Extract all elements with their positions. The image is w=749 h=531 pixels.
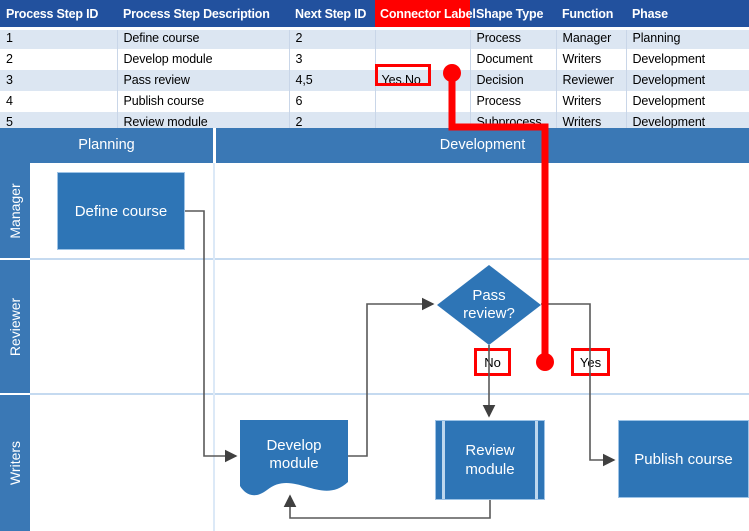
phase-label-planning: Planning <box>78 137 135 153</box>
cell-id[interactable]: 3 <box>0 70 118 91</box>
connector-label-no: No <box>474 348 511 376</box>
col-header-function[interactable]: Function <box>556 0 626 28</box>
cell-function[interactable]: Writers <box>556 91 627 112</box>
connector-label-yes-text: Yes <box>579 354 602 370</box>
shape-publish-course[interactable]: Publish course <box>618 420 749 498</box>
shape-label-review-module: Review module <box>436 421 544 499</box>
cell-next[interactable]: 2 <box>289 112 376 133</box>
cell-next[interactable]: 2 <box>289 28 376 49</box>
phase-column-divider <box>213 163 215 531</box>
cell-phase[interactable]: Development <box>626 91 749 112</box>
shape-label-publish-course: Publish course <box>634 450 733 468</box>
lane-label-writers: Writers <box>7 440 23 486</box>
col-header-phase[interactable]: Phase <box>626 0 749 28</box>
cell-shape[interactable]: Process <box>470 91 557 112</box>
shape-label-line1: Review <box>465 442 515 459</box>
phase-label-development: Development <box>439 137 526 153</box>
cell-phase[interactable]: Development <box>626 112 749 133</box>
cell-function[interactable]: Reviewer <box>556 70 627 91</box>
col-header-process-step-id[interactable]: Process Step ID <box>0 0 117 28</box>
phase-separator <box>213 128 216 163</box>
swimlane-diagram: Planning Development Manager Reviewer Wr… <box>0 128 749 531</box>
cell-description[interactable]: Publish course <box>117 91 290 112</box>
cell-id[interactable]: 2 <box>0 49 118 70</box>
cell-description[interactable]: Develop module <box>117 49 290 70</box>
lane-header-writers: Writers <box>0 395 30 531</box>
shape-review-module[interactable]: Review module <box>435 420 545 500</box>
table-header-row: Process Step ID Process Step Description… <box>0 0 749 28</box>
cell-connector[interactable] <box>375 112 471 133</box>
cell-next[interactable]: 6 <box>289 91 376 112</box>
shape-label-develop-module: Develop module <box>240 420 348 498</box>
cell-next[interactable]: 4,5 <box>289 70 376 91</box>
cell-shape[interactable]: Document <box>470 49 557 70</box>
cell-next[interactable]: 3 <box>289 49 376 70</box>
col-header-shape-type[interactable]: Shape Type <box>470 0 556 28</box>
cell-function[interactable]: Writers <box>556 112 627 133</box>
lane-header-manager: Manager <box>0 163 30 258</box>
shape-label-line1: Develop <box>266 437 322 454</box>
cell-description[interactable]: Pass review <box>117 70 290 91</box>
document-shape-icon <box>240 420 348 496</box>
phase-band-planning: Planning <box>0 128 213 163</box>
cell-description[interactable]: Define course <box>117 28 290 49</box>
cell-shape[interactable]: Process <box>470 28 557 49</box>
shape-define-course[interactable]: Define course <box>57 172 185 250</box>
lane-label-reviewer: Reviewer <box>7 297 23 356</box>
shape-pass-review[interactable]: Pass review? <box>437 265 541 345</box>
cell-id[interactable]: 4 <box>0 91 118 112</box>
shape-label-line2: module <box>269 455 319 472</box>
cell-function[interactable]: Manager <box>556 28 627 49</box>
header-underline <box>0 27 749 30</box>
lane-header-divider <box>0 258 30 260</box>
lane-divider-1 <box>30 258 749 260</box>
lane-header-reviewer: Reviewer <box>0 260 30 393</box>
cell-id[interactable]: 5 <box>0 112 118 133</box>
phase-band-development: Development <box>216 128 749 163</box>
subprocess-bar-right <box>535 421 538 499</box>
shape-develop-module[interactable]: Develop module <box>240 420 348 498</box>
col-header-next-step-id[interactable]: Next Step ID <box>289 0 375 28</box>
lane-divider-2 <box>30 393 749 395</box>
lane-label-manager: Manager <box>7 182 23 239</box>
table-row[interactable]: 2 Develop module 3 Document Writers Deve… <box>0 49 749 70</box>
lane-header-divider <box>0 393 30 395</box>
cell-description[interactable]: Review module <box>117 112 290 133</box>
cell-function[interactable]: Writers <box>556 49 627 70</box>
connector-label-no-text: No <box>484 354 501 370</box>
cell-id[interactable]: 1 <box>0 28 118 49</box>
cell-phase[interactable]: Development <box>626 70 749 91</box>
col-header-connector-label[interactable]: Connector Label <box>375 0 476 28</box>
cell-phase[interactable]: Development <box>626 49 749 70</box>
shape-label-line2: module <box>465 461 515 478</box>
connector-cell-highlight-box <box>375 64 431 86</box>
subprocess-bar-left <box>442 421 445 499</box>
cell-shape[interactable]: Decision <box>470 70 557 91</box>
shape-label-pass-review: Pass review? <box>437 265 541 345</box>
col-header-process-step-description[interactable]: Process Step Description <box>117 0 289 28</box>
table-row[interactable]: 4 Publish course 6 Process Writers Devel… <box>0 91 749 112</box>
cell-connector[interactable] <box>375 28 471 49</box>
shape-label-define-course: Define course <box>74 202 168 220</box>
shape-label-line2: review? <box>463 305 515 322</box>
cell-connector[interactable] <box>375 91 471 112</box>
shape-label-line1: Pass <box>472 287 506 304</box>
cell-phase[interactable]: Planning <box>626 28 749 49</box>
table-row[interactable]: 1 Define course 2 Process Manager Planni… <box>0 28 749 49</box>
connector-label-yes: Yes <box>571 348 610 376</box>
